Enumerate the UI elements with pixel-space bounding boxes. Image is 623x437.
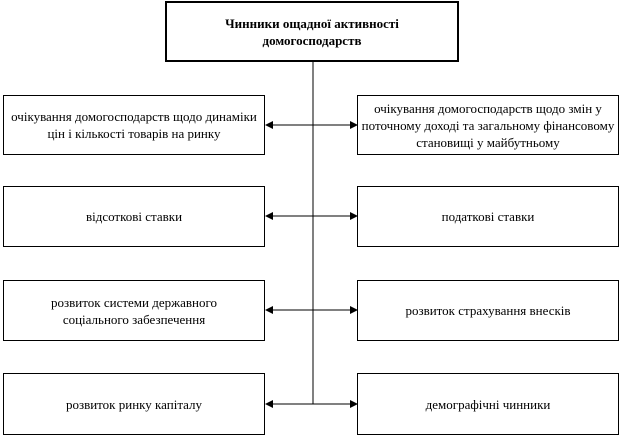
left-box-3: розвиток системи державного соціального … bbox=[3, 280, 265, 341]
title-text: Чинники ощадної активності домогосподарс… bbox=[225, 15, 399, 48]
right-box-2-text: податкові ставки bbox=[441, 209, 535, 224]
title-box: Чинники ощадної активності домогосподарс… bbox=[165, 1, 459, 62]
left-box-2-text: відсоткові ставки bbox=[85, 209, 183, 224]
left-box-1-text: очікування домогосподарств щодо динаміки… bbox=[11, 109, 257, 141]
left-box-1: очікування домогосподарств щодо динаміки… bbox=[3, 95, 265, 155]
right-box-1: очікування домогосподарств щодо змін у п… bbox=[357, 95, 619, 155]
right-box-2: податкові ставки bbox=[357, 186, 619, 247]
left-box-4-text: розвиток ринку капіталу bbox=[65, 396, 203, 412]
right-box-3: розвиток страхування внесків bbox=[357, 280, 619, 341]
left-box-3-text: розвиток системи державного соціального … bbox=[51, 294, 217, 327]
right-box-3-text: розвиток страхування внесків bbox=[405, 303, 571, 318]
right-box-1-text: очікування домогосподарств щодо змін у п… bbox=[361, 100, 615, 150]
right-box-4-text: демографічні чинники bbox=[425, 396, 551, 412]
right-box-4: демографічні чинники bbox=[357, 373, 619, 435]
left-box-2: відсоткові ставки bbox=[3, 186, 265, 247]
left-box-4: розвиток ринку капіталу bbox=[3, 373, 265, 435]
